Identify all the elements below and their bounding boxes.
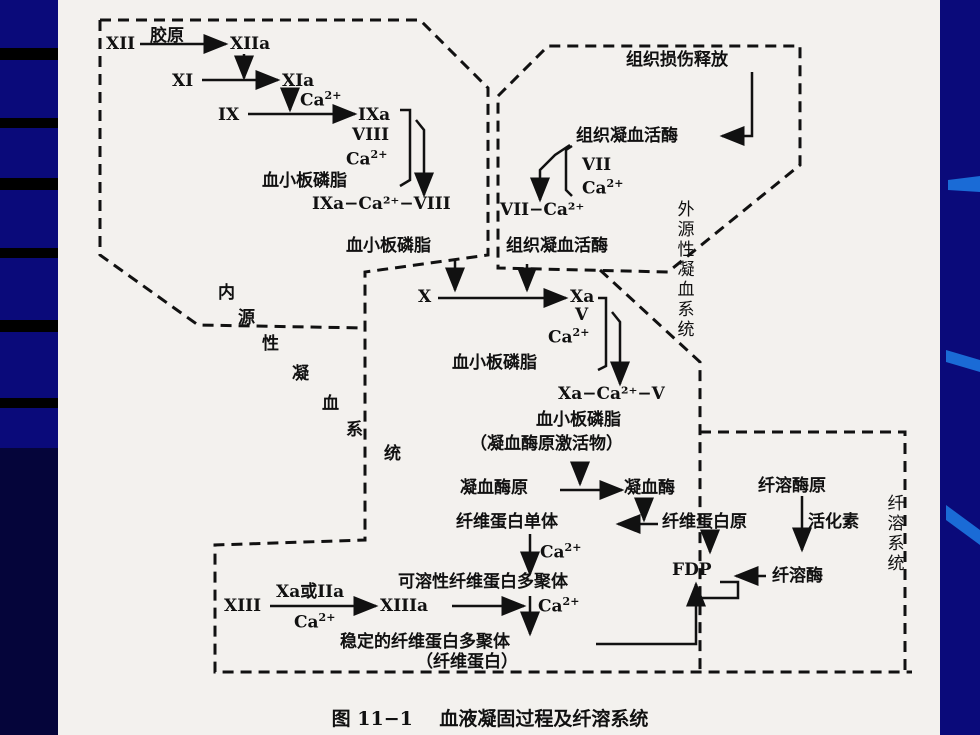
fibrin-label: （纤维蛋白） [416, 652, 518, 672]
prothrombin: 凝血酶原 [460, 478, 528, 498]
intrinsic-label-6: 系 [346, 420, 363, 440]
soluble-fibrin-polymer: 可溶性纤维蛋白多聚体 [398, 572, 568, 592]
tissue-thromboplastin-1: 组织凝血活酶 [576, 126, 678, 146]
factor-vii: VII [582, 155, 612, 175]
factor-ix: IX [218, 105, 240, 125]
ixa-ca-viii-complex: IXa−Ca²⁺−VIII [312, 194, 451, 214]
right-accents [940, 0, 980, 735]
extrinsic-boundary [496, 44, 802, 274]
plasminogen: 纤溶酶原 [758, 476, 826, 496]
tissue-injury-release: 组织损伤释放 [626, 50, 728, 70]
factor-ixa: IXa [358, 105, 391, 125]
platelet-phospholipid-3: 血小板磷脂 [452, 353, 537, 373]
platelet-phospholipid-1: 血小板磷脂 [262, 171, 347, 191]
intrinsic-label-2: 源 [238, 308, 255, 328]
platelet-phospholipid-2: 血小板磷脂 [346, 236, 431, 256]
calcium-2: Ca2+ [346, 148, 388, 170]
intrinsic-label-1: 内 [218, 283, 235, 303]
stable-fibrin-polymer: 稳定的纤维蛋白多聚体 [340, 632, 510, 652]
factor-xiiia: XIIIa [380, 596, 429, 616]
prothrombin-activator: （凝血酶原激活物） [470, 434, 623, 454]
calcium-ext: Ca2+ [582, 177, 624, 199]
factor-xiia: XIIa [230, 34, 271, 54]
fdp-label: FDP [672, 560, 712, 580]
intrinsic-label-5: 血 [322, 394, 339, 414]
factor-xiii: XIII [224, 596, 262, 616]
fibrinogen: 纤维蛋白原 [662, 512, 747, 532]
xa-ca-v-complex: Xa−Ca²⁺−V [558, 384, 665, 404]
tissue-thromboplastin-2: 组织凝血活酶 [506, 236, 608, 256]
intrinsic-label-4: 凝 [292, 364, 309, 384]
vii-ca-complex: VII−Ca²⁺ [500, 200, 585, 220]
collagen-label: 胶原 [150, 26, 184, 46]
fibrinolysis-boundary [700, 430, 907, 672]
extrinsic-system-label: 外源性凝血系统 [677, 200, 695, 340]
plasmin: 纤溶酶 [772, 566, 823, 586]
intrinsic-boundary [100, 18, 912, 674]
platelet-phospholipid-4: 血小板磷脂 [536, 410, 621, 430]
caption-title: 血液凝固过程及纤溶系统 [439, 708, 649, 730]
factor-xa: Xa [570, 287, 595, 307]
left-stripes [0, 0, 58, 735]
calcium-common-1: Ca2+ [548, 326, 590, 348]
calcium-1: Ca2+ [300, 89, 342, 111]
calcium-common-2: Ca2+ [540, 541, 582, 563]
fibrin-monomer: 纤维蛋白单体 [456, 512, 558, 532]
caption-figure-number: 图 11−1 [331, 708, 413, 730]
calcium-common-4: Ca2+ [538, 595, 580, 617]
plasminogen-activator: 活化素 [808, 512, 859, 532]
thrombin: 凝血酶 [624, 478, 675, 498]
figure-caption: 图 11−1 血液凝固过程及纤溶系统 [0, 704, 980, 731]
xa-or-iia: Xa或IIa [276, 582, 345, 602]
intrinsic-label-7: 统 [384, 444, 401, 464]
calcium-common-3: Ca2+ [294, 611, 336, 633]
factor-xii: XII [106, 34, 136, 54]
fibrinolysis-system-label: 纤溶系统 [887, 494, 905, 574]
factor-viii: VIII [352, 125, 390, 145]
factor-xi: XI [172, 71, 194, 91]
intrinsic-label-3: 性 [262, 334, 279, 354]
factor-v: V [575, 305, 589, 325]
factor-x: X [418, 287, 432, 307]
factor-xia: XIa [282, 71, 315, 91]
